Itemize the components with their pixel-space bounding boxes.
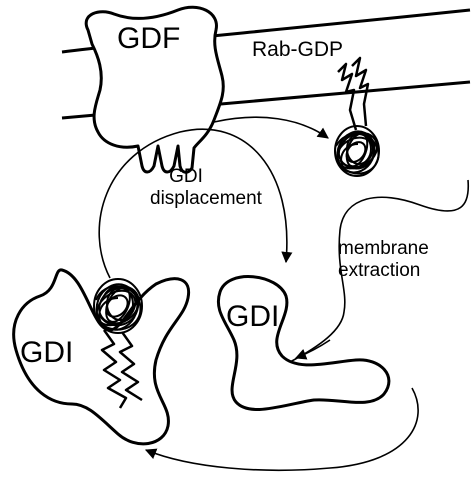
gdi-left-shape	[12, 268, 191, 446]
prenyl-anchor-1	[337, 62, 358, 131]
gdi-displacement-label-line2: displacement	[150, 188, 263, 209]
gdi-displacement-label-line1: GDI	[169, 166, 203, 187]
rab-gdp-label: Rab-GDP	[252, 38, 343, 61]
arrow-gdi-displacement	[98, 128, 293, 279]
prenyl-anchor-in-gdi	[100, 329, 143, 409]
membrane-extraction-label-line1: membrane	[338, 238, 429, 259]
membrane-extraction-label-line2: extraction	[338, 260, 420, 281]
gdf-label: GDF	[117, 22, 180, 55]
gdi-right-label: GDI	[226, 300, 279, 333]
gdi-left-label: GDI	[20, 336, 73, 369]
arrow-return-to-gdi	[144, 387, 419, 472]
arrow-membrane-extraction	[289, 179, 470, 363]
rab-gdp-protein-scribble	[334, 125, 380, 177]
rab-gdp-anchored	[334, 56, 380, 177]
prenyl-anchor-2	[351, 56, 370, 127]
arrow-gdf-to-rab	[213, 116, 329, 139]
gdi-right-shape	[217, 275, 391, 411]
arrow-membrane-extraction-head	[294, 339, 331, 360]
rab-gdp-in-gdi-scribble	[93, 278, 143, 334]
